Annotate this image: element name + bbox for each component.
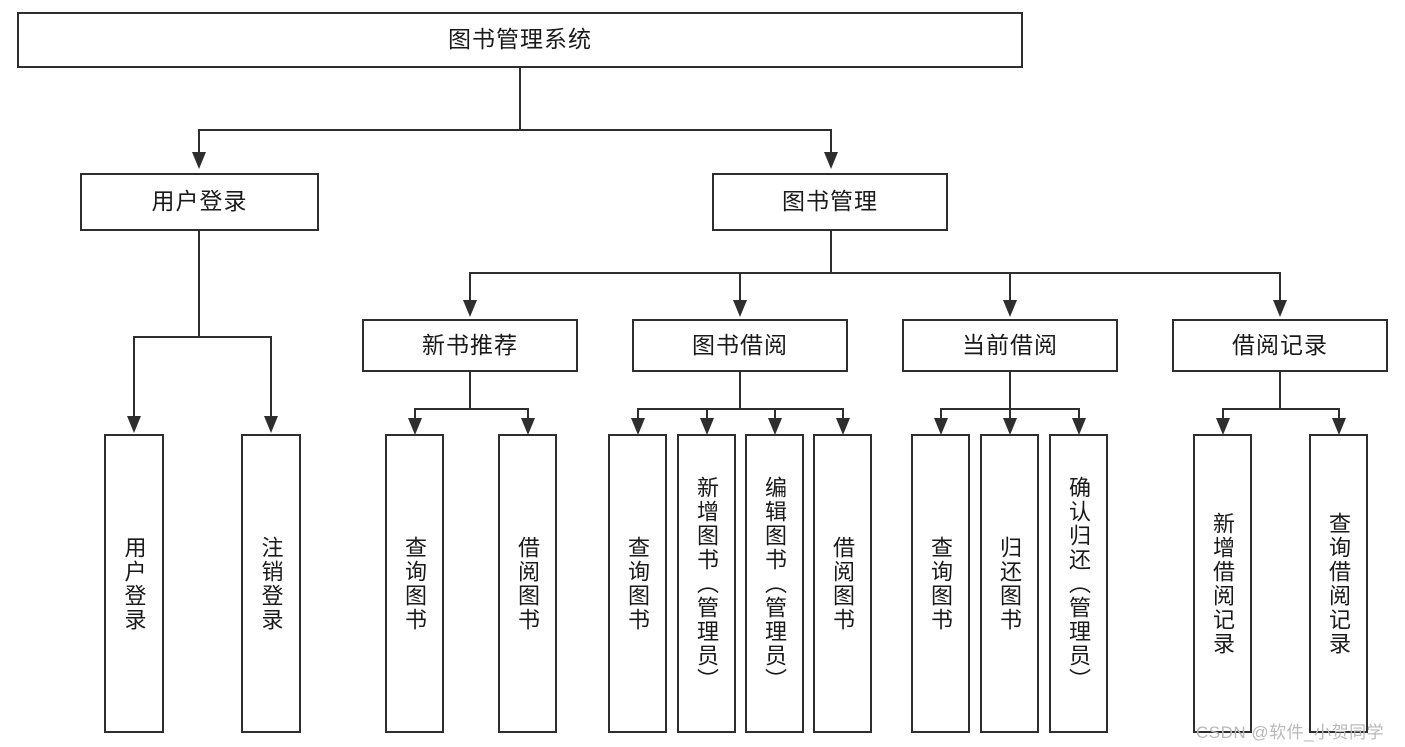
edge-book-management-bus <box>469 272 1281 274</box>
arrow-user-login-to-leaf-1 <box>264 416 278 433</box>
edge-root-stem <box>519 68 521 130</box>
leaf-current-borrow-0[interactable]: 查询图书 <box>911 434 970 733</box>
node-label: 查询图书 <box>928 535 954 632</box>
leaf-user-login-0[interactable]: 用户登录 <box>104 434 164 733</box>
watermark-csdn: CSDN @软件_小贺同学 <box>1196 723 1385 742</box>
leaf-user-login-1[interactable]: 注销登录 <box>241 434 301 733</box>
node-label: 借阅记录 <box>1232 331 1328 358</box>
node-label: 图书管理 <box>782 188 878 215</box>
edge-nbr-to-leaf-1 <box>527 408 529 420</box>
node-label: 新增图书（管理员） <box>694 475 720 692</box>
node-label: 当前借阅 <box>962 331 1058 358</box>
node-label: 借阅图书 <box>830 535 856 632</box>
arrow-cb-to-leaf-0 <box>934 418 948 435</box>
arrow-bm-to-current-borrow <box>1003 300 1017 317</box>
edge-bb-to-leaf-1 <box>706 408 708 420</box>
arrow-br-to-leaf-0 <box>1216 418 1230 435</box>
edge-bb-to-leaf-3 <box>842 408 844 420</box>
edge-nbr-stem <box>469 372 471 409</box>
arrow-br-to-leaf-1 <box>1332 418 1346 435</box>
node-label: 借阅图书 <box>515 535 541 632</box>
node-label: 查询图书 <box>402 535 428 632</box>
node-label: 归还图书 <box>997 535 1023 632</box>
leaf-book-borrow-3[interactable]: 借阅图书 <box>813 434 872 733</box>
edge-book-management-stem <box>830 231 832 273</box>
edge-bm-to-book-borrow <box>739 272 741 302</box>
edge-br-to-leaf-0 <box>1222 408 1224 420</box>
arrow-cb-to-leaf-2 <box>1072 418 1086 435</box>
leaf-new-book-recommend-0[interactable]: 查询图书 <box>385 434 444 733</box>
arrow-bm-to-new-book-recommend <box>463 300 477 317</box>
arrow-bb-to-leaf-2 <box>768 418 782 435</box>
edge-bb-bus <box>637 408 843 410</box>
arrow-bm-to-borrow-records <box>1273 300 1287 317</box>
edge-nbr-to-leaf-0 <box>414 408 416 420</box>
edge-root-to-book-management <box>830 129 832 154</box>
edge-user-login-stem <box>198 231 200 337</box>
node-book-borrow[interactable]: 图书借阅 <box>632 319 848 372</box>
arrow-bb-to-leaf-1 <box>700 418 714 435</box>
node-label: 图书管理系统 <box>448 26 592 53</box>
edge-nbr-bus <box>414 408 529 410</box>
node-label: 用户登录 <box>151 188 248 215</box>
arrow-nbr-to-leaf-1 <box>521 418 535 435</box>
edge-br-to-leaf-1 <box>1338 408 1340 420</box>
edge-bb-to-leaf-0 <box>637 408 639 420</box>
leaf-borrow-records-1[interactable]: 查询借阅记录 <box>1309 434 1368 733</box>
node-label: 图书借阅 <box>692 331 788 358</box>
edge-user-login-to-leaf-0 <box>133 336 135 418</box>
arrow-user-login-to-leaf-0 <box>127 416 141 433</box>
node-root-book-management-system[interactable]: 图书管理系统 <box>17 12 1023 68</box>
edge-br-stem <box>1279 372 1281 409</box>
node-book-management[interactable]: 图书管理 <box>712 173 948 231</box>
arrow-root-to-user-login <box>192 152 206 169</box>
edge-bb-stem <box>739 372 741 409</box>
leaf-book-borrow-0[interactable]: 查询图书 <box>608 434 667 733</box>
edge-cb-to-leaf-2 <box>1078 408 1080 420</box>
leaf-new-book-recommend-1[interactable]: 借阅图书 <box>498 434 557 733</box>
node-new-book-recommend[interactable]: 新书推荐 <box>362 319 578 372</box>
node-label: 注销登录 <box>258 535 284 632</box>
leaf-borrow-records-0[interactable]: 新增借阅记录 <box>1193 434 1252 733</box>
edge-cb-to-leaf-0 <box>940 408 942 420</box>
edge-cb-to-leaf-1 <box>1009 408 1011 420</box>
node-borrow-records[interactable]: 借阅记录 <box>1172 319 1388 372</box>
arrow-bb-to-leaf-3 <box>836 418 850 435</box>
edge-user-login-bus <box>133 336 272 338</box>
node-label: 查询借阅记录 <box>1326 511 1352 656</box>
edge-bm-to-borrow-records <box>1279 272 1281 302</box>
node-label: 确认归还（管理员） <box>1066 475 1092 692</box>
edge-root-bus <box>198 129 832 131</box>
leaf-current-borrow-1[interactable]: 归还图书 <box>980 434 1039 733</box>
arrow-root-to-book-management <box>824 152 838 169</box>
edge-user-login-to-leaf-1 <box>270 336 272 418</box>
node-user-login[interactable]: 用户登录 <box>80 173 319 231</box>
arrow-bb-to-leaf-0 <box>631 418 645 435</box>
arrow-cb-to-leaf-1 <box>1003 418 1017 435</box>
arrow-nbr-to-leaf-0 <box>408 418 422 435</box>
leaf-book-borrow-1[interactable]: 新增图书（管理员） <box>677 434 736 733</box>
edge-br-bus <box>1222 408 1340 410</box>
node-label: 编辑图书（管理员） <box>762 475 788 692</box>
edge-bm-to-new-book-recommend <box>469 272 471 302</box>
edge-bm-to-current-borrow <box>1009 272 1011 302</box>
leaf-book-borrow-2[interactable]: 编辑图书（管理员） <box>745 434 804 733</box>
node-label: 新增借阅记录 <box>1210 511 1236 656</box>
node-current-borrow[interactable]: 当前借阅 <box>902 319 1118 372</box>
node-label: 查询图书 <box>625 535 651 632</box>
edge-bb-to-leaf-2 <box>774 408 776 420</box>
leaf-current-borrow-2[interactable]: 确认归还（管理员） <box>1049 434 1108 733</box>
edge-cb-stem <box>1009 372 1011 409</box>
edge-root-to-user-login <box>198 129 200 154</box>
node-label: 用户登录 <box>121 535 147 632</box>
arrow-bm-to-book-borrow <box>733 300 747 317</box>
node-label: 新书推荐 <box>422 331 518 358</box>
